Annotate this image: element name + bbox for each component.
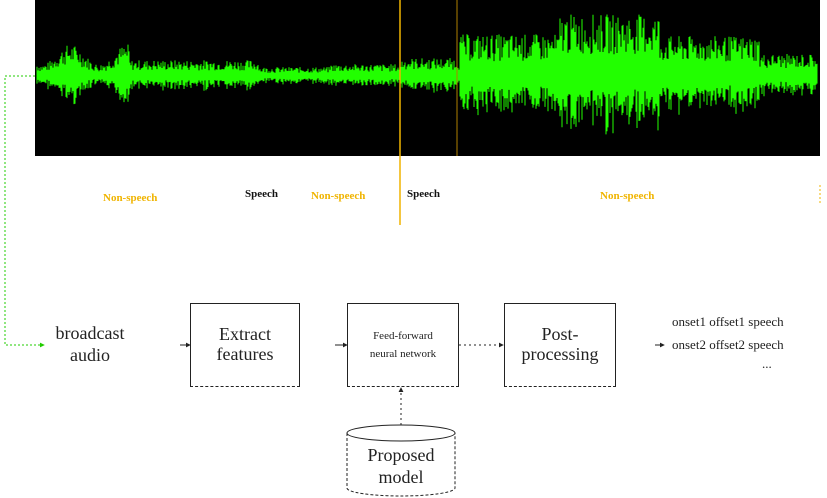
- segment-label-non-speech: Non-speech: [103, 192, 158, 204]
- input-label-line1: broadcast: [55, 323, 125, 343]
- post-processing-line2: processing: [521, 344, 599, 364]
- post-processing-box: Post- processing: [504, 303, 616, 387]
- audio-waveform: [36, 14, 818, 135]
- output-row: onset1 offset1 speech: [672, 314, 784, 329]
- segment-label-speech: Speech: [245, 188, 278, 200]
- proposed-model-cylinder: [346, 424, 456, 497]
- extract-features-line1: Extract: [219, 324, 271, 345]
- neural-network-line2: neural network: [369, 348, 437, 360]
- audio-input-connector: [4, 75, 45, 348]
- segment-label-non-speech: Non-speech: [311, 190, 366, 202]
- neural-network-box: Feed-forward neural network: [347, 303, 459, 387]
- output-row-ellipsis: ...: [762, 356, 772, 371]
- post-processing-line1: Post-: [541, 324, 579, 345]
- waveform-trace: [36, 14, 818, 135]
- segment-label-speech: Speech: [407, 188, 440, 200]
- input-label: broadcast audio: [46, 322, 134, 366]
- output-row: onset2 offset2 speech: [672, 337, 784, 352]
- neural-network-line1: Feed-forward: [373, 330, 433, 342]
- extract-features-line2: features: [216, 344, 274, 364]
- extract-features-box: Extract features: [190, 303, 300, 387]
- input-label-line2: audio: [70, 345, 110, 365]
- segment-label-non-speech: Non-speech: [600, 190, 655, 202]
- proposed-model-label: Proposed model: [347, 444, 455, 488]
- proposed-model-line2: model: [378, 467, 424, 487]
- proposed-model-line1: Proposed: [367, 445, 435, 465]
